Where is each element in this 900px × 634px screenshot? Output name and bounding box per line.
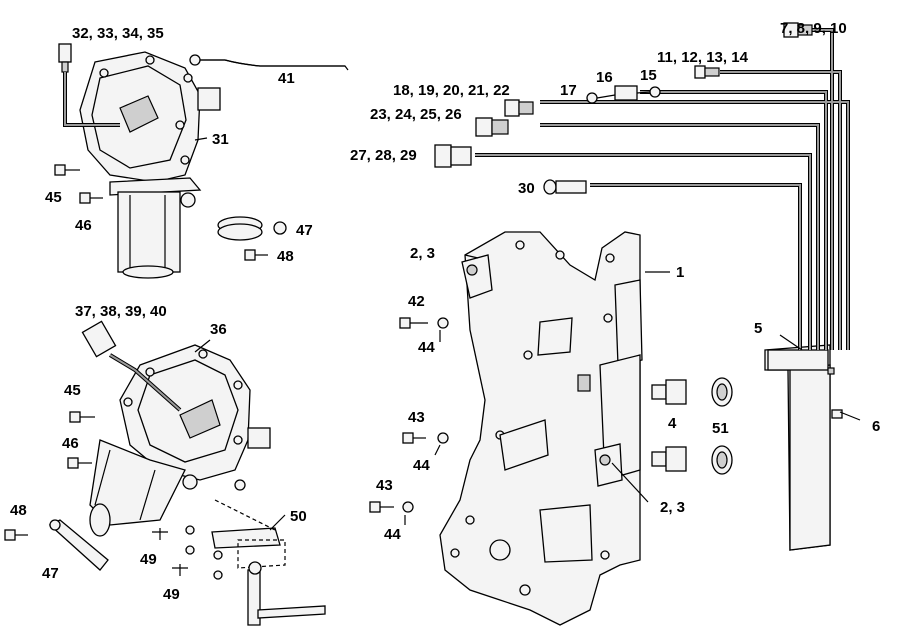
label-42: 42 xyxy=(408,293,425,310)
screw-48-lower xyxy=(4,529,28,541)
label-43-upper: 43 xyxy=(408,409,425,426)
label-48-upper: 48 xyxy=(277,248,294,265)
label-49-b: 49 xyxy=(163,586,180,603)
label-17: 17 xyxy=(560,82,577,99)
screw-45-upper xyxy=(54,164,80,176)
label-37-40: 37, 38, 39, 40 xyxy=(75,303,167,320)
connector-32-35 xyxy=(58,43,120,127)
label-4: 4 xyxy=(668,415,677,432)
label-30: 30 xyxy=(518,180,535,197)
label-49-a: 49 xyxy=(140,551,157,568)
clip-49-a xyxy=(152,528,168,540)
mount-block-2-3-lower xyxy=(594,443,623,487)
linkage-50 xyxy=(211,499,326,626)
label-48-lower: 48 xyxy=(10,502,27,519)
label-2-3-lower: 2, 3 xyxy=(660,499,685,516)
label-32-35: 32, 33, 34, 35 xyxy=(72,25,164,42)
label-46-lower: 46 xyxy=(62,435,79,452)
label-31: 31 xyxy=(212,131,229,148)
bushing-51 xyxy=(711,377,733,475)
ground-wire-41 xyxy=(189,54,349,71)
screw-48-upper xyxy=(244,249,268,261)
label-7-10: 7, 8, 9, 10 xyxy=(780,20,847,37)
clip-49-b xyxy=(172,564,188,576)
label-36: 36 xyxy=(210,321,227,338)
lower-motor-assembly xyxy=(89,344,271,537)
connector-23-26 xyxy=(475,117,509,137)
screw-46-lower xyxy=(67,457,92,469)
label-44-c: 44 xyxy=(384,526,401,543)
label-47-upper: 47 xyxy=(296,222,313,239)
label-5: 5 xyxy=(754,320,762,337)
label-43-lower: 43 xyxy=(376,477,393,494)
screw-42 xyxy=(399,317,449,329)
label-16: 16 xyxy=(596,69,613,86)
washers-small xyxy=(185,525,223,580)
connector-18-22 xyxy=(504,99,534,117)
screw-45-lower xyxy=(69,411,95,423)
label-45-upper: 45 xyxy=(45,189,62,206)
grommet-4 xyxy=(651,379,687,472)
screw-43-upper xyxy=(402,432,449,444)
label-41: 41 xyxy=(278,70,295,87)
label-18-22: 18, 19, 20, 21, 22 xyxy=(393,82,510,99)
connector-7-10 xyxy=(783,22,813,38)
mount-block-2-3-upper xyxy=(461,254,493,299)
label-27-29: 27, 28, 29 xyxy=(350,147,417,164)
label-45-lower: 45 xyxy=(64,382,81,399)
label-2-3-upper: 2, 3 xyxy=(410,245,435,262)
label-6: 6 xyxy=(872,418,880,435)
leader-lines xyxy=(194,137,861,531)
connector-11-14 xyxy=(694,65,720,79)
label-15: 15 xyxy=(640,67,657,84)
label-23-26: 23, 24, 25, 26 xyxy=(370,106,462,123)
upper-motor-assembly xyxy=(79,51,221,279)
screw-46-upper xyxy=(79,192,103,204)
label-44-b: 44 xyxy=(413,457,430,474)
control-module-5 xyxy=(764,344,843,551)
screw-43-lower xyxy=(369,501,414,513)
label-47-lower: 47 xyxy=(42,565,59,582)
label-11-14: 11, 12, 13, 14 xyxy=(657,49,749,66)
connector-37-40 xyxy=(81,320,182,412)
clamp-47-upper xyxy=(217,216,287,241)
clamp-47-lower xyxy=(48,519,109,571)
label-44-a: 44 xyxy=(418,339,435,356)
wiring-harness xyxy=(475,28,850,350)
label-46-upper: 46 xyxy=(75,217,92,234)
connector-30 xyxy=(543,179,587,195)
fuse-15-16-17 xyxy=(586,85,661,104)
mounting-plate-1 xyxy=(439,231,643,626)
callout-labels: 1 2, 3 2, 3 4 5 6 7, 8, 9, 10 11, 12, 13… xyxy=(10,20,880,603)
label-51: 51 xyxy=(712,420,729,437)
connector-27-29 xyxy=(434,144,472,168)
label-50: 50 xyxy=(290,508,307,525)
label-1: 1 xyxy=(676,264,684,281)
